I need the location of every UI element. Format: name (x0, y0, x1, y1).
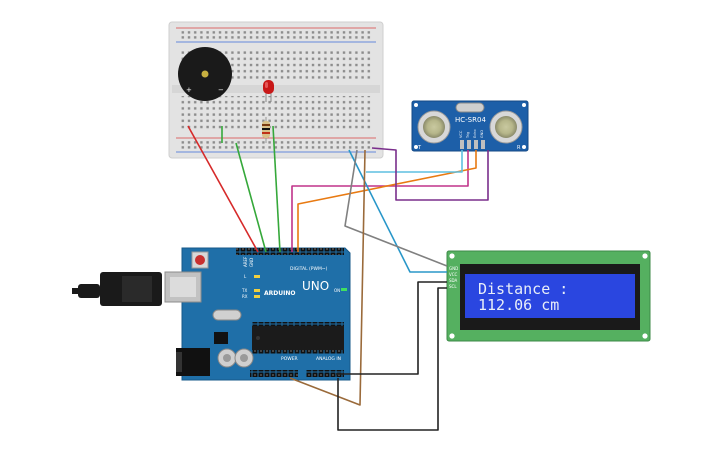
receiver-transducer (489, 110, 523, 144)
sensor-pin-trig: Trig (466, 132, 470, 139)
wire-green-gnd-1[interactable] (235, 142, 267, 253)
wire-black-scl[interactable] (337, 287, 447, 431)
lcd-pin-vcc: VCC (449, 272, 458, 277)
wire-red-buzzer[interactable] (187, 125, 259, 253)
ultrasonic-sensor[interactable]: HC-SR04 T R VCC Trig Echo GND (411, 100, 529, 152)
lcd-pin-scl: SCL (449, 284, 457, 289)
wire-green-led[interactable] (272, 125, 281, 253)
sensor-pin-echo: Echo (473, 130, 477, 139)
sensor-t-label: T (417, 145, 422, 151)
wires (187, 125, 489, 431)
microcontroller-chip (252, 322, 344, 354)
lcd-pin-labels: GND VCC SDA SCL (449, 266, 458, 289)
buzzer-plus-label: + (186, 86, 192, 94)
model-label: UNO (302, 279, 329, 293)
lcd-module[interactable]: Distance : 112.06 cm GND VCC SDA SCL (446, 250, 651, 342)
lcd-line-1: Distance : (478, 280, 568, 298)
wire-gray-gnd[interactable] (344, 149, 448, 267)
usb-cable (72, 272, 162, 306)
sensor-model-label: HC-SR04 (455, 116, 486, 124)
sensor-r-label: R (517, 145, 521, 151)
tx-label: TX (241, 288, 247, 293)
piezo-buzzer[interactable]: + − (178, 47, 232, 101)
resistor[interactable] (262, 117, 270, 143)
brand-label: ARDUINO (264, 290, 295, 297)
lcd-pin-sda: SDA (449, 278, 458, 283)
gnd-label: GND (249, 258, 254, 267)
sensor-pin-vcc: VCC (459, 130, 463, 138)
crystal-oscillator (212, 309, 242, 321)
digital-header (236, 248, 344, 255)
lcd-screen (465, 274, 635, 318)
wire-brown-5v[interactable] (289, 149, 366, 406)
aref-label: AREF (243, 256, 248, 267)
power-header (250, 370, 298, 377)
wire-orange-echo[interactable] (297, 150, 477, 252)
l-led-label: L (244, 274, 247, 279)
wire-cyan-rail[interactable] (366, 150, 463, 173)
rx-label: RX (242, 294, 248, 299)
sensor-pin-gnd: GND (480, 130, 484, 138)
wire-black-sda[interactable] (336, 281, 447, 375)
wire-cyan-vcc[interactable] (348, 149, 447, 273)
sensor-pin-header (460, 140, 485, 149)
wire-magenta-trig[interactable] (291, 150, 469, 252)
power-label: POWER (281, 356, 298, 362)
lcd-pin-gnd: GND (449, 266, 458, 271)
reset-button[interactable] (191, 251, 209, 269)
lcd-line-2: 112.06 cm (478, 296, 559, 314)
analog-header (306, 370, 344, 377)
arduino-uno-board[interactable]: AREF GND DIGITAL (PWM~) ARDUINO UNO L TX… (72, 247, 351, 381)
board-silkscreen: AREF GND DIGITAL (PWM~) ARDUINO UNO L TX… (241, 256, 341, 362)
red-led[interactable] (263, 80, 274, 102)
sensor-pin-labels: VCC Trig Echo GND (459, 130, 484, 140)
on-label: ON (334, 288, 340, 293)
transmitter-transducer (417, 110, 451, 144)
wire-purple-gnd[interactable] (371, 147, 489, 201)
analog-label: ANALOG IN (316, 356, 341, 362)
digital-label: DIGITAL (PWM~) (290, 266, 328, 272)
buzzer-minus-label: − (218, 86, 224, 94)
